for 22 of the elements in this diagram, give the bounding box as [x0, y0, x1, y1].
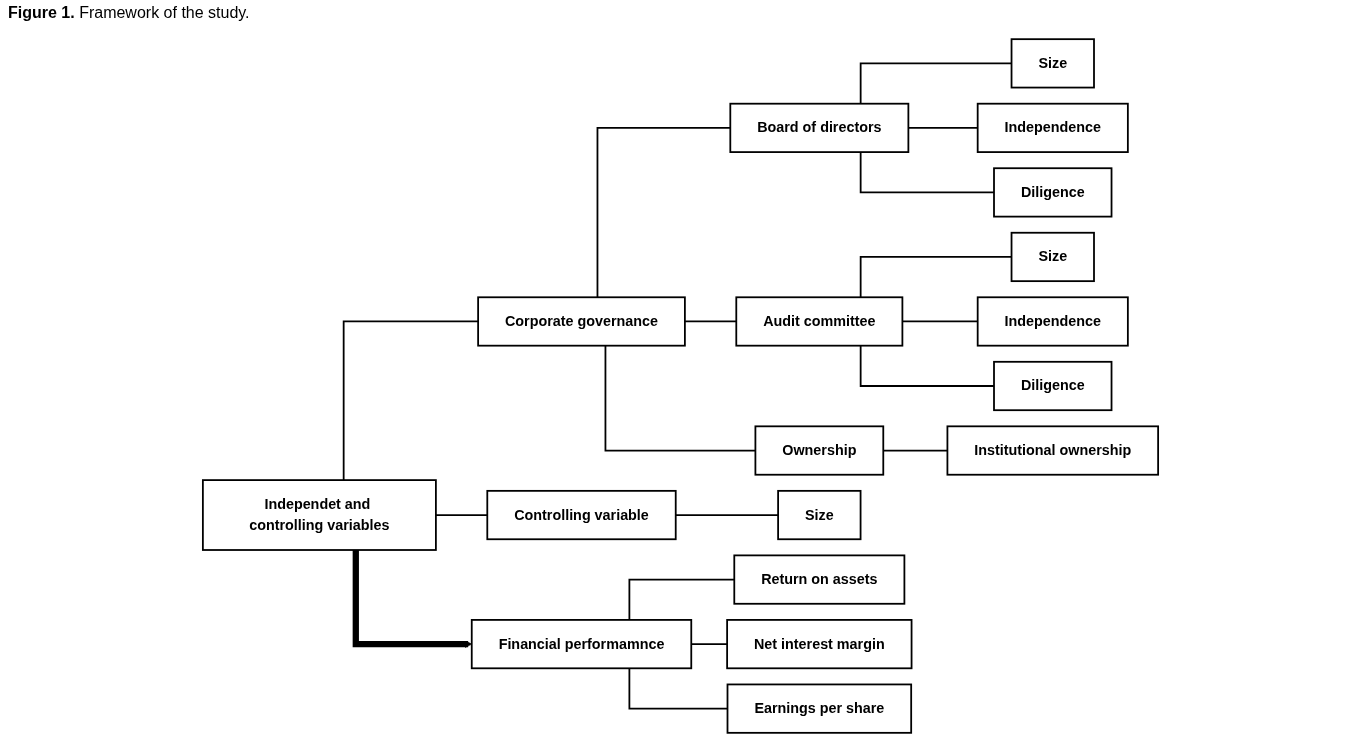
node-box: Net interest margin	[726, 619, 913, 670]
node-box: Independence	[976, 102, 1129, 153]
node-box: Diligence	[993, 360, 1113, 412]
node-box: Financial performamnce	[470, 619, 693, 670]
figure-caption: Figure 1. Framework of the study.	[8, 4, 250, 22]
node-box: Return on assets	[733, 554, 906, 605]
node-box: Earnings per share	[726, 683, 913, 734]
node-box: Corporate governance	[477, 296, 686, 347]
node-box: Independence	[976, 296, 1129, 347]
node-box: Diligence	[993, 167, 1113, 218]
node-box: Size	[1010, 38, 1095, 89]
node-box: Size	[777, 489, 862, 541]
node-box: Audit committee	[735, 296, 904, 347]
node-box: Board of directors	[729, 102, 910, 153]
node-box: Controlling variable	[486, 489, 677, 541]
node-box: Independet and controlling variables	[202, 479, 437, 551]
node-box: Institutional ownership	[946, 425, 1159, 476]
connector	[342, 320, 479, 481]
connector	[859, 151, 995, 194]
node-box: Ownership	[754, 425, 885, 476]
connector	[859, 344, 995, 387]
node-box: Size	[1010, 231, 1095, 283]
